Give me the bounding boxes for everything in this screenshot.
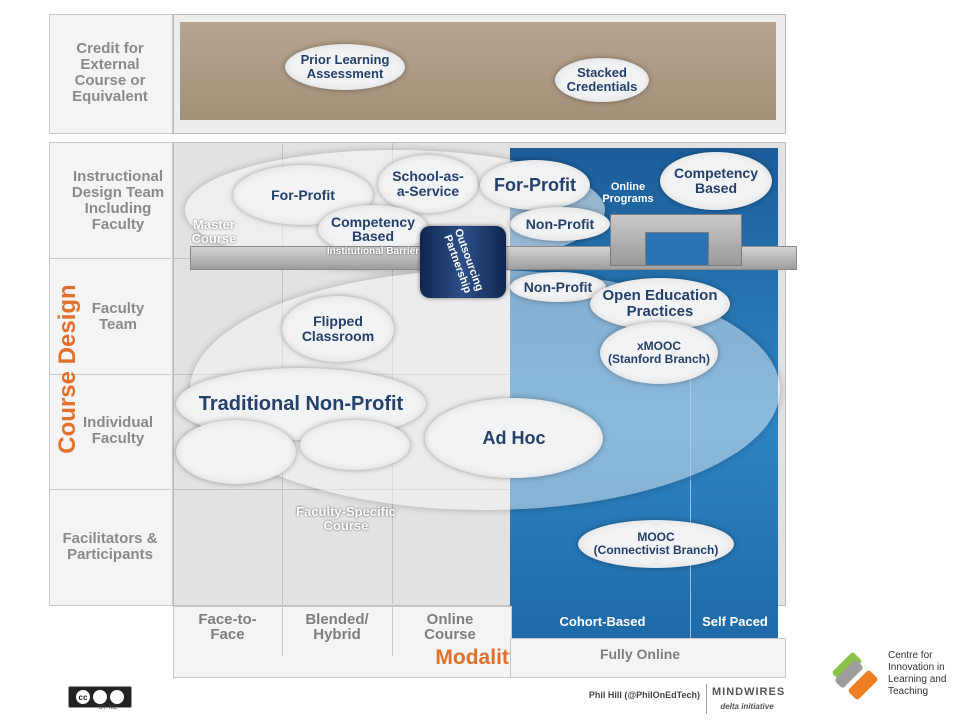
column-label-online: Online Course xyxy=(424,611,476,643)
grid-line xyxy=(173,489,510,490)
divider xyxy=(49,489,171,490)
fully-online-label-band xyxy=(510,638,786,678)
cloud-competency-right: Competency Based xyxy=(660,152,772,210)
row-label-instructional: Instructional Design Team Including Facu… xyxy=(71,168,165,233)
column-label-band xyxy=(173,606,512,678)
divider xyxy=(49,374,171,375)
x-axis-title: Modality xyxy=(435,646,521,669)
cc-license-badge: cc xyxy=(68,686,132,708)
nc-icon xyxy=(110,690,124,704)
cloud-for-profit-left: For-Profit xyxy=(233,165,373,225)
delta-initiative: delta initiative xyxy=(720,702,774,711)
row-label-individual: Individual Faculty xyxy=(82,414,153,447)
barrier-tower-gate xyxy=(645,232,709,266)
grid-line xyxy=(690,372,691,480)
cloud-master-course: Master Course xyxy=(191,217,237,246)
cloud-non-profit-top: Non-Profit xyxy=(510,207,610,241)
grid-line xyxy=(392,142,393,604)
cloud-traditional-lower-2 xyxy=(300,420,410,470)
cloud-mooc: MOOC (Connectivist Branch) xyxy=(578,520,734,568)
centre-logo-icon xyxy=(830,650,882,702)
footer-divider xyxy=(706,684,707,714)
column-label-self-paced: Self Paced xyxy=(702,614,768,629)
row-label-facilitators: Facilitators & Participants xyxy=(62,530,158,563)
outsourcing-partnership-roll xyxy=(420,226,506,298)
cloud-non-profit-mid: Non-Profit xyxy=(510,272,606,302)
cloud-faculty-specific-course: Faculty-Specific Course xyxy=(296,504,396,533)
cloud-open-education-practices: Open Education Practices xyxy=(590,278,730,330)
column-label-fully-online: Fully Online xyxy=(599,646,681,662)
cloud-prior-learning: Prior Learning Assessment xyxy=(285,44,405,90)
cloud-competency-mid: Competency Based xyxy=(318,205,428,253)
centre-name: Centre for Innovation in Learning and Te… xyxy=(888,650,947,697)
cloud-flipped-classroom: Flipped Classroom xyxy=(282,296,394,362)
cloud-stacked-credentials: Stacked Credentials xyxy=(555,58,649,102)
row-label-faculty-team: Faculty Team xyxy=(91,300,145,333)
cc-license-text: BY NC xyxy=(98,705,118,711)
row-label-credit: Credit for External Course or Equivalent xyxy=(72,40,148,105)
barrier-label: Institutional Barrier xyxy=(326,246,420,257)
cloud-online-programs: Online Programs xyxy=(602,181,654,205)
cloud-ad-hoc: Ad Hoc xyxy=(425,398,603,478)
column-label-cohort: Cohort-Based xyxy=(559,614,646,629)
divider xyxy=(392,606,393,656)
cloud-school-as-a-service: School-as- a-Service xyxy=(378,155,478,213)
column-label-face: Face-to- Face xyxy=(198,611,257,643)
cloud-for-profit-mid: For-Profit xyxy=(480,160,590,210)
column-label-blended: Blended/ Hybrid xyxy=(305,611,369,643)
divider xyxy=(49,258,171,259)
cc-icon: cc xyxy=(76,690,90,704)
author-credit: Phil Hill (@PhilOnEdTech) xyxy=(588,690,700,700)
credit-row-label-box xyxy=(49,14,173,134)
by-icon xyxy=(93,690,107,704)
mindwires-logo: MINDWIRES xyxy=(712,686,786,698)
credit-band-fill xyxy=(180,22,776,120)
cloud-xmooc: xMOOC (Stanford Branch) xyxy=(600,322,718,384)
divider xyxy=(282,606,283,656)
cloud-traditional-lower xyxy=(176,420,296,484)
y-axis-title: Course Design xyxy=(54,284,81,454)
